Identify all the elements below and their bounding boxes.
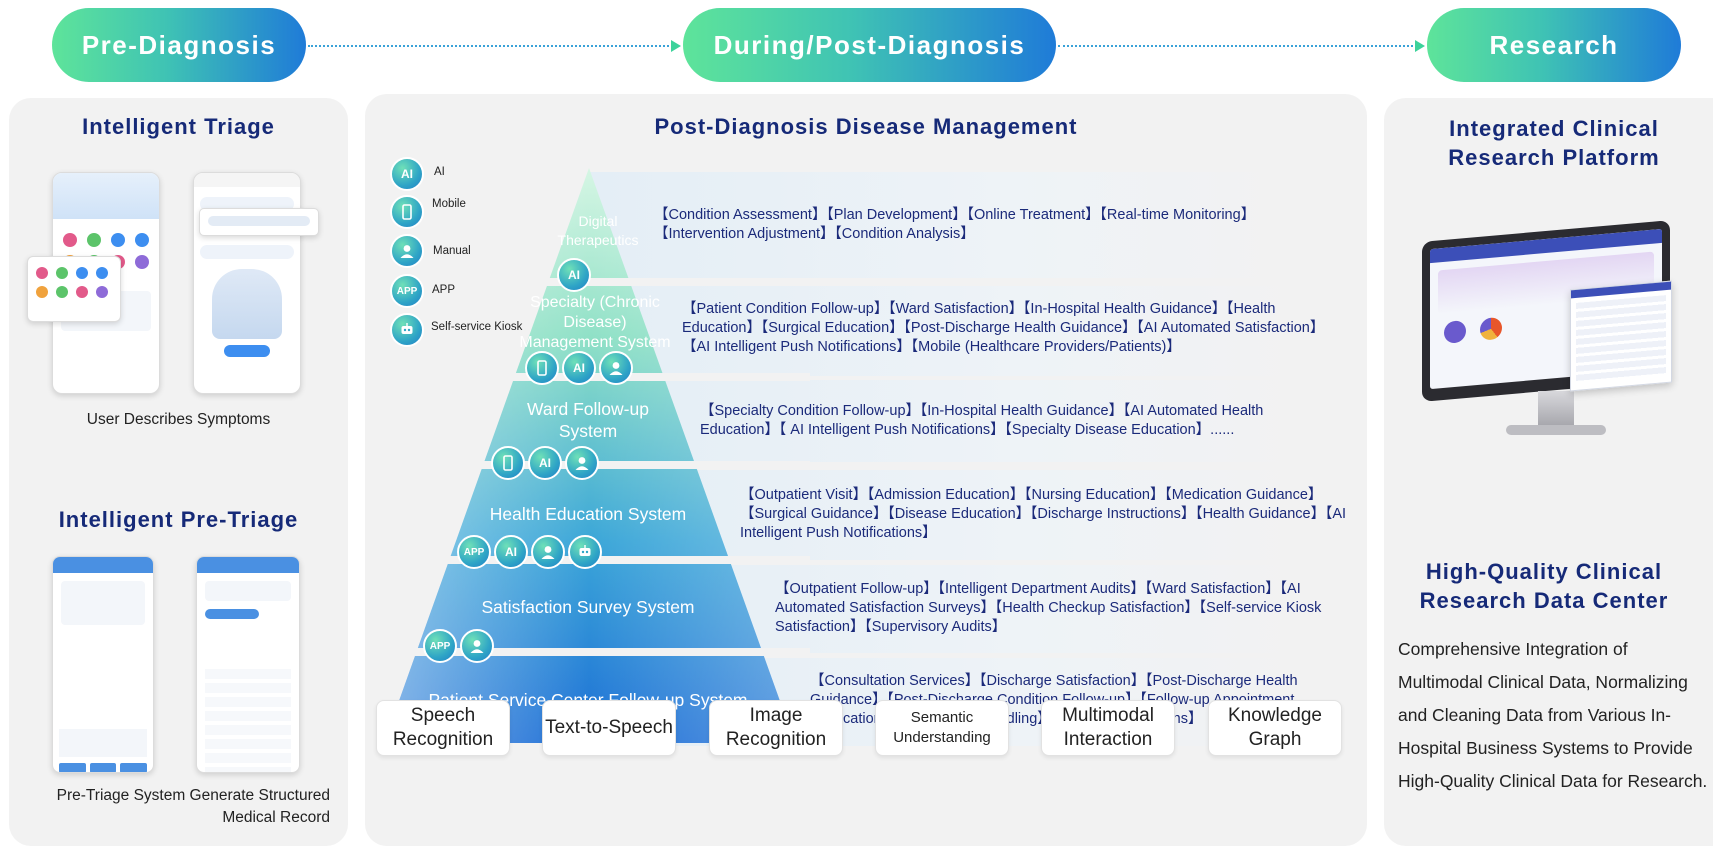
capability-text-to-speech: Text-to-Speech: [542, 700, 676, 756]
legend-label: Self-service Kiosk: [431, 321, 523, 333]
tier-specialty-management: Specialty (Chronic Disease) Management S…: [519, 294, 671, 351]
pre-triage-phone-screenshot: [52, 556, 154, 773]
tier-satisfaction-survey: Satisfaction Survey System: [481, 597, 695, 617]
tier-band: [590, 380, 1310, 462]
ai-icon: AI: [528, 446, 562, 480]
stage-pre-diagnosis: Pre-Diagnosis: [52, 8, 306, 82]
legend-label: AI: [434, 166, 445, 178]
monitor-illustration: [1420, 220, 1682, 455]
tier-band: [590, 286, 1310, 376]
stage-label: Research: [1489, 29, 1619, 60]
capability-speech-recognition: Speech Recognition: [376, 700, 510, 756]
ai-icon: AI: [557, 258, 591, 292]
person-icon: [531, 535, 565, 569]
mobile-icon: [390, 195, 424, 229]
person-icon: [565, 446, 599, 480]
app-icon: APP: [390, 274, 424, 308]
arrow-right-icon: [671, 40, 681, 52]
stage-research: Research: [1427, 8, 1681, 82]
tier-digital-therapeutics: Digital Therapeutics: [557, 213, 639, 248]
robot-icon: [390, 313, 424, 347]
tier-content-ward-follow-up: 【Specialty Condition Follow-up】【In-Hospi…: [700, 403, 1264, 438]
pre-triage-caption: Pre-Triage System Generate Structured Me…: [56, 787, 330, 826]
capability-semantic-understanding: Semantic Understanding: [875, 700, 1009, 756]
triage-popup-card: [27, 256, 121, 322]
mobile-icon: [525, 351, 559, 385]
capability-multimodal-interaction: Multimodal Interaction: [1041, 700, 1175, 756]
tier-content-digital-therapeutics: 【Condition Assessment】【Plan Development】…: [654, 207, 1256, 242]
robot-icon: [568, 535, 602, 569]
flow-connector: [1058, 45, 1417, 47]
research-data-center-description: Comprehensive Integration of Multimodal …: [1398, 639, 1708, 791]
intelligent-triage-title: Intelligent Triage: [82, 114, 275, 139]
app-icon: APP: [457, 535, 491, 569]
tier-content-satisfaction-survey: 【Outpatient Follow-up】【Intelligent Depar…: [775, 581, 1322, 635]
capability-knowledge-graph: Knowledge Graph: [1208, 700, 1342, 756]
legend-label: APP: [432, 284, 456, 296]
post-diagnosis-title: Post-Diagnosis Disease Management: [654, 114, 1078, 139]
ai-icon: AI: [494, 535, 528, 569]
mobile-icon: [491, 446, 525, 480]
person-icon: [599, 351, 633, 385]
stage-during-post-diagnosis: During/Post-Diagnosis: [683, 8, 1056, 82]
tier-health-education: Health Education System: [489, 504, 687, 524]
triage-chat-bubble: [199, 208, 319, 236]
tier-band: [590, 172, 1290, 278]
legend-label: Mobile: [432, 198, 466, 210]
flow-connector: [308, 45, 673, 47]
stage-label: During/Post-Diagnosis: [713, 29, 1026, 60]
research-data-center-title: High-Quality Clinical Research Data Cent…: [1419, 559, 1669, 613]
ai-icon: AI: [562, 351, 596, 385]
capability-image-recognition: Image Recognition: [709, 700, 843, 756]
app-icon: APP: [423, 629, 457, 663]
tier-ward-follow-up: Ward Follow-up System: [527, 399, 649, 441]
ai-icon: AI: [390, 157, 424, 191]
tier-content-specialty-management: 【Patient Condition Follow-up】【Ward Satis…: [682, 301, 1318, 355]
structured-record-screenshot: [196, 556, 300, 773]
arrow-right-icon: [1415, 40, 1425, 52]
intelligent-pre-triage-title: Intelligent Pre-Triage: [58, 507, 299, 532]
person-icon: [460, 629, 494, 663]
person-icon: [390, 234, 424, 268]
research-platform-title: Integrated Clinical Research Platform: [1448, 116, 1660, 170]
legend-label: Manual: [433, 245, 471, 257]
triage-chat-screenshot: [193, 172, 301, 394]
triage-caption: User Describes Symptoms: [86, 411, 271, 428]
tier-content-health-education: 【Outpatient Visit】【Admission Education】【…: [740, 487, 1347, 541]
stage-label: Pre-Diagnosis: [81, 29, 277, 60]
